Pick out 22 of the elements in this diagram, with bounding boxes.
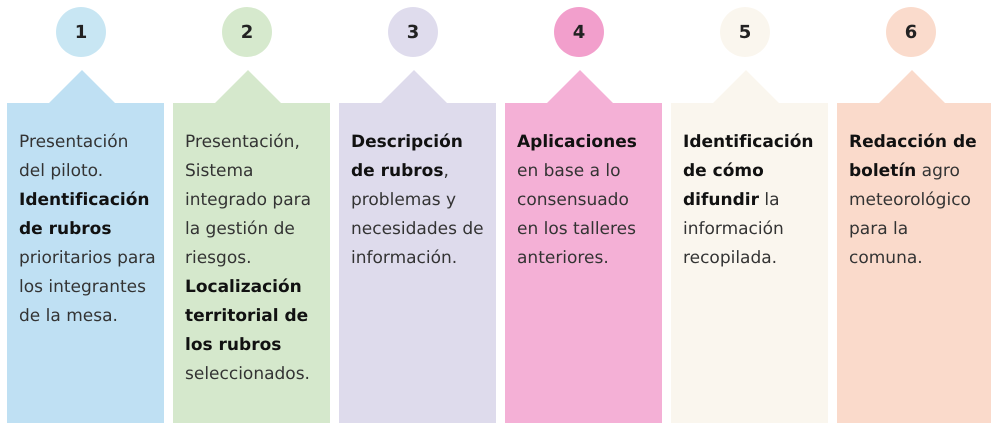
step-number-circle [886,7,936,57]
step-description: Redacción de boletín agro meteorológico para la comuna. [849,131,978,270]
step-number-circle [56,7,106,57]
step-number: 6 [904,22,918,42]
step-number: 4 [572,22,586,42]
step-card [339,70,496,423]
step-number-circle [222,7,272,57]
step-number-circle [388,7,438,57]
step-number-circle [554,7,604,57]
step-number: 5 [738,22,752,42]
step-number: 3 [406,22,420,42]
step-description: Aplicaciones en base a lo consensuado en los talleres anteriores. [517,131,638,270]
step-card [505,70,662,423]
step-description: Descripción de rubros, problemas y necesidades de información. [351,131,485,270]
step-description: Presentación del piloto. Identificación de rubros prioritarios para los integrantes de la mesa. [19,131,156,328]
step-card [837,70,991,423]
step-card [7,70,164,423]
step-card [173,70,330,423]
step-number: 1 [74,22,88,42]
step-description: Presentación, Sistema integrado para la gestión de riesgos. Localización territorial de los rubros seleccionados. [185,131,312,386]
step-number: 2 [240,22,254,42]
step-description: Identificación de cómo difundir la información recopilada. [683,131,815,270]
